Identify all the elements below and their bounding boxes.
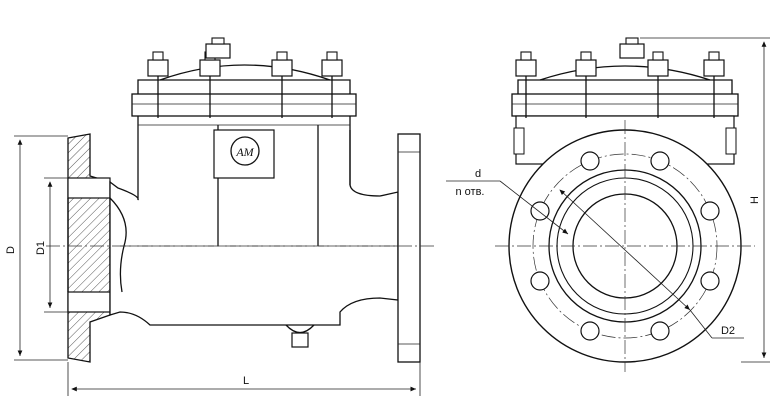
bolt-hole — [700, 271, 720, 291]
bolt — [647, 51, 669, 118]
bolt — [515, 51, 537, 118]
dimension-D2: D2 — [559, 189, 744, 339]
label-D1: D1 — [35, 241, 47, 255]
label-L: L — [243, 375, 249, 387]
bolt — [321, 51, 343, 118]
label-D2: D2 — [721, 325, 735, 337]
side-view: d n отв. D2 H — [446, 37, 770, 372]
bonnet — [131, 64, 357, 117]
bolt-hole — [530, 271, 550, 291]
bolt-hole — [650, 151, 670, 171]
left-flange-section — [67, 133, 111, 363]
drain-plug — [285, 324, 315, 348]
bolt-hole — [580, 321, 600, 341]
label-d: d — [475, 168, 481, 180]
front-view: AM — [5, 37, 436, 396]
right-flange — [397, 133, 421, 363]
bolt — [703, 51, 725, 118]
bolt — [205, 37, 231, 59]
logo-text: AM — [235, 145, 254, 159]
label-n-holes: n отв. — [456, 186, 485, 198]
bolt-holes — [530, 151, 720, 341]
manufacturer-logo: AM — [213, 129, 275, 179]
side-bolts — [515, 37, 725, 118]
bonnet-bolts — [147, 37, 343, 118]
bolt-hole — [580, 151, 600, 171]
dimension-D1: D1 — [35, 177, 68, 313]
dimension-d-holes: d n отв. — [446, 168, 569, 235]
dimension-D: D — [5, 135, 68, 361]
bolt — [271, 51, 293, 118]
bolt — [619, 37, 645, 59]
label-D: D — [5, 246, 17, 254]
dimension-H: H — [640, 37, 770, 363]
bolt — [147, 51, 169, 118]
bolt — [575, 51, 597, 118]
dimension-L: L — [67, 362, 421, 396]
bolt-hole — [700, 201, 720, 221]
label-H: H — [749, 196, 761, 204]
bolt-hole — [650, 321, 670, 341]
